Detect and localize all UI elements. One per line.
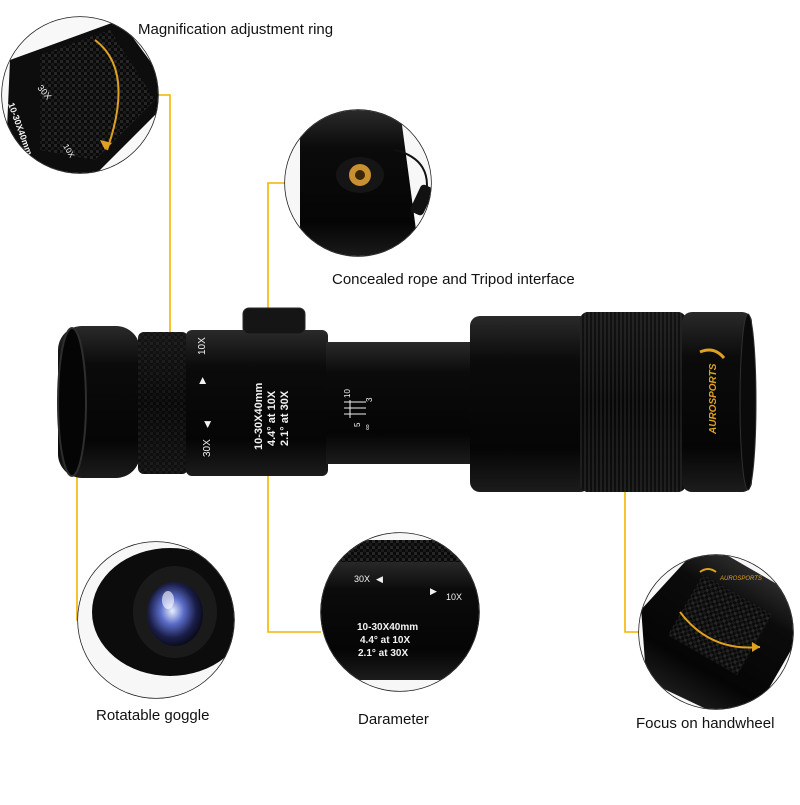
caption-diameter: Darameter <box>358 711 429 728</box>
caption-rotatable-goggle: Rotatable goggle <box>96 707 210 724</box>
eyepiece-lens-icon <box>147 582 203 646</box>
diameter-spec-line-1: 10-30X40mm <box>357 622 418 633</box>
eyepiece-rim <box>57 327 87 477</box>
caption-rope-tripod: Concealed rope and Tripod interface <box>332 271 575 288</box>
mark-10x-label: 10X <box>197 337 208 355</box>
diameter-30x-text: 30X <box>354 574 370 584</box>
detail-focus-handwheel: AUROSPORTS <box>638 554 794 710</box>
callout-line-magnification <box>150 94 171 338</box>
caption-focus-handwheel: Focus on handwheel <box>636 715 775 732</box>
focus-grip-shade <box>580 312 686 492</box>
objective-cap <box>682 312 752 492</box>
focus-scale-3: 3 <box>365 397 374 402</box>
spec-line-3: 2.1° at 30X <box>279 390 291 446</box>
mark-30x-label: 30X <box>202 439 213 457</box>
detail-rotatable-goggle <box>77 541 235 699</box>
detail-diameter: 30X ◀ ▶ 10X 10-30X40mm 4.4° at 10X 2.1° … <box>320 532 480 692</box>
zoom-tube <box>186 330 328 476</box>
arrow-30x-icon: ◀ <box>202 421 212 428</box>
focus-brand-text: AUROSPORTS <box>719 576 762 582</box>
arrow-10x-icon: ▶ <box>197 377 207 384</box>
brand-logo-text: AUROSPORTS <box>708 363 719 435</box>
spec-line-1: 10-30X40mm <box>253 383 265 450</box>
focus-scale-10: 10 <box>343 389 352 398</box>
magnification-ring-shade <box>138 332 188 474</box>
spec-line-2: 4.4° at 10X <box>266 390 278 446</box>
objective-end <box>739 313 757 491</box>
diameter-arrow-right-icon: ▶ <box>430 586 437 596</box>
diameter-spec-line-2: 4.4° at 10X <box>360 635 410 646</box>
detail-tripod-interface <box>284 109 432 257</box>
focus-scale-5: 5 <box>353 422 362 427</box>
objective-body <box>470 316 590 492</box>
callout-line-diameter <box>267 448 321 633</box>
focus-distance-scale <box>344 400 366 418</box>
brand-swoosh-icon <box>699 348 726 360</box>
focus-tube <box>326 342 476 464</box>
diameter-arrow-left-icon: ◀ <box>376 574 383 584</box>
tripod-boss <box>242 307 306 335</box>
focus-scale-infinity: ∞ <box>363 424 372 430</box>
diameter-spec-line-3: 2.1° at 30X <box>358 648 408 659</box>
monocular: 10X 30X ▶ ◀ 10-30X40mm 4.4° at 10X 2.1° … <box>57 307 757 492</box>
detail-magnification-ring: 30X 10X 10-30X40mm <box>1 16 159 174</box>
diameter-10x-text: 10X <box>446 592 462 602</box>
caption-magnification-ring: Magnification adjustment ring <box>138 21 334 38</box>
